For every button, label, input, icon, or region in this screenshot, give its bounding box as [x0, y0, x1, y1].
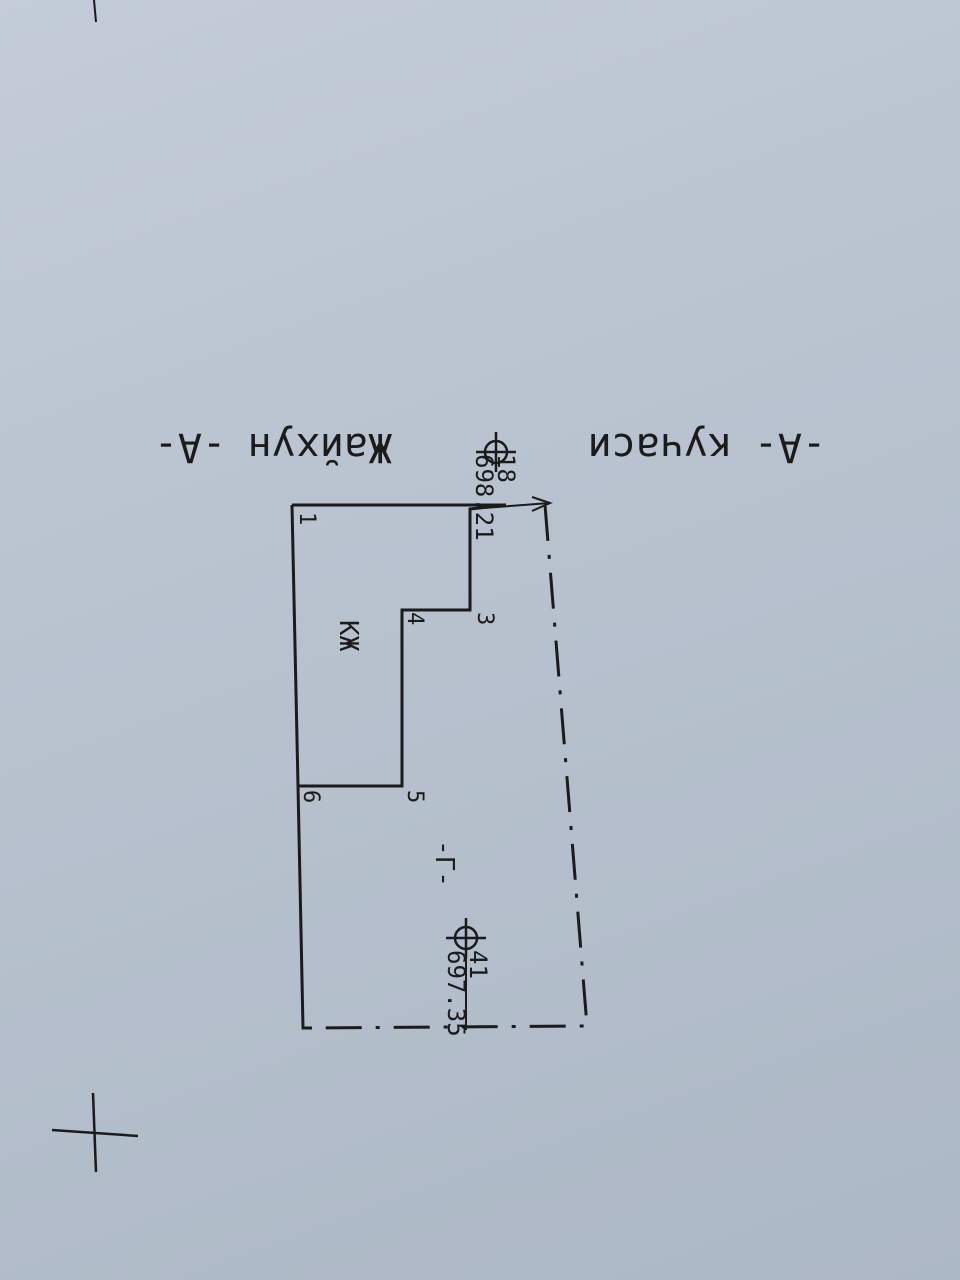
- vertex-1: 1: [294, 512, 319, 525]
- street-name-b: кучаси: [588, 424, 733, 470]
- circle-crosshair-icon: [476, 432, 516, 472]
- vertex-5: 5: [402, 790, 427, 803]
- vertex-3: 3: [472, 612, 497, 625]
- benchmark-41-id: 41: [464, 950, 492, 979]
- street-name-block: -A- Жайхун кучаси -A-: [154, 424, 826, 470]
- vertex-6: 6: [298, 790, 323, 803]
- benchmark-41: 41 697.35: [442, 918, 492, 1037]
- street-name-a: Жайхун: [248, 424, 393, 470]
- benchmark-18: 18 698.21: [470, 432, 520, 541]
- building-outline: [292, 503, 507, 788]
- vertex-4: 4: [402, 612, 427, 625]
- building-label: КЖ: [333, 620, 363, 652]
- crosshair-icon: [51, 1092, 139, 1173]
- benchmark-18-elevation: 698.21: [470, 454, 498, 541]
- benchmark-18-id: 18: [492, 454, 520, 483]
- plot-boundary-dashdot: [311, 504, 589, 1030]
- top-edge-tick: [93, 0, 97, 23]
- plot-west-boundary: [290, 504, 312, 1030]
- street-marker-left: -A-: [754, 424, 826, 470]
- yard-label: -Г-: [429, 840, 459, 887]
- arrow-icon: [469, 496, 553, 512]
- circle-crosshair-icon: [446, 918, 486, 958]
- street-marker-right: -A-: [154, 424, 226, 470]
